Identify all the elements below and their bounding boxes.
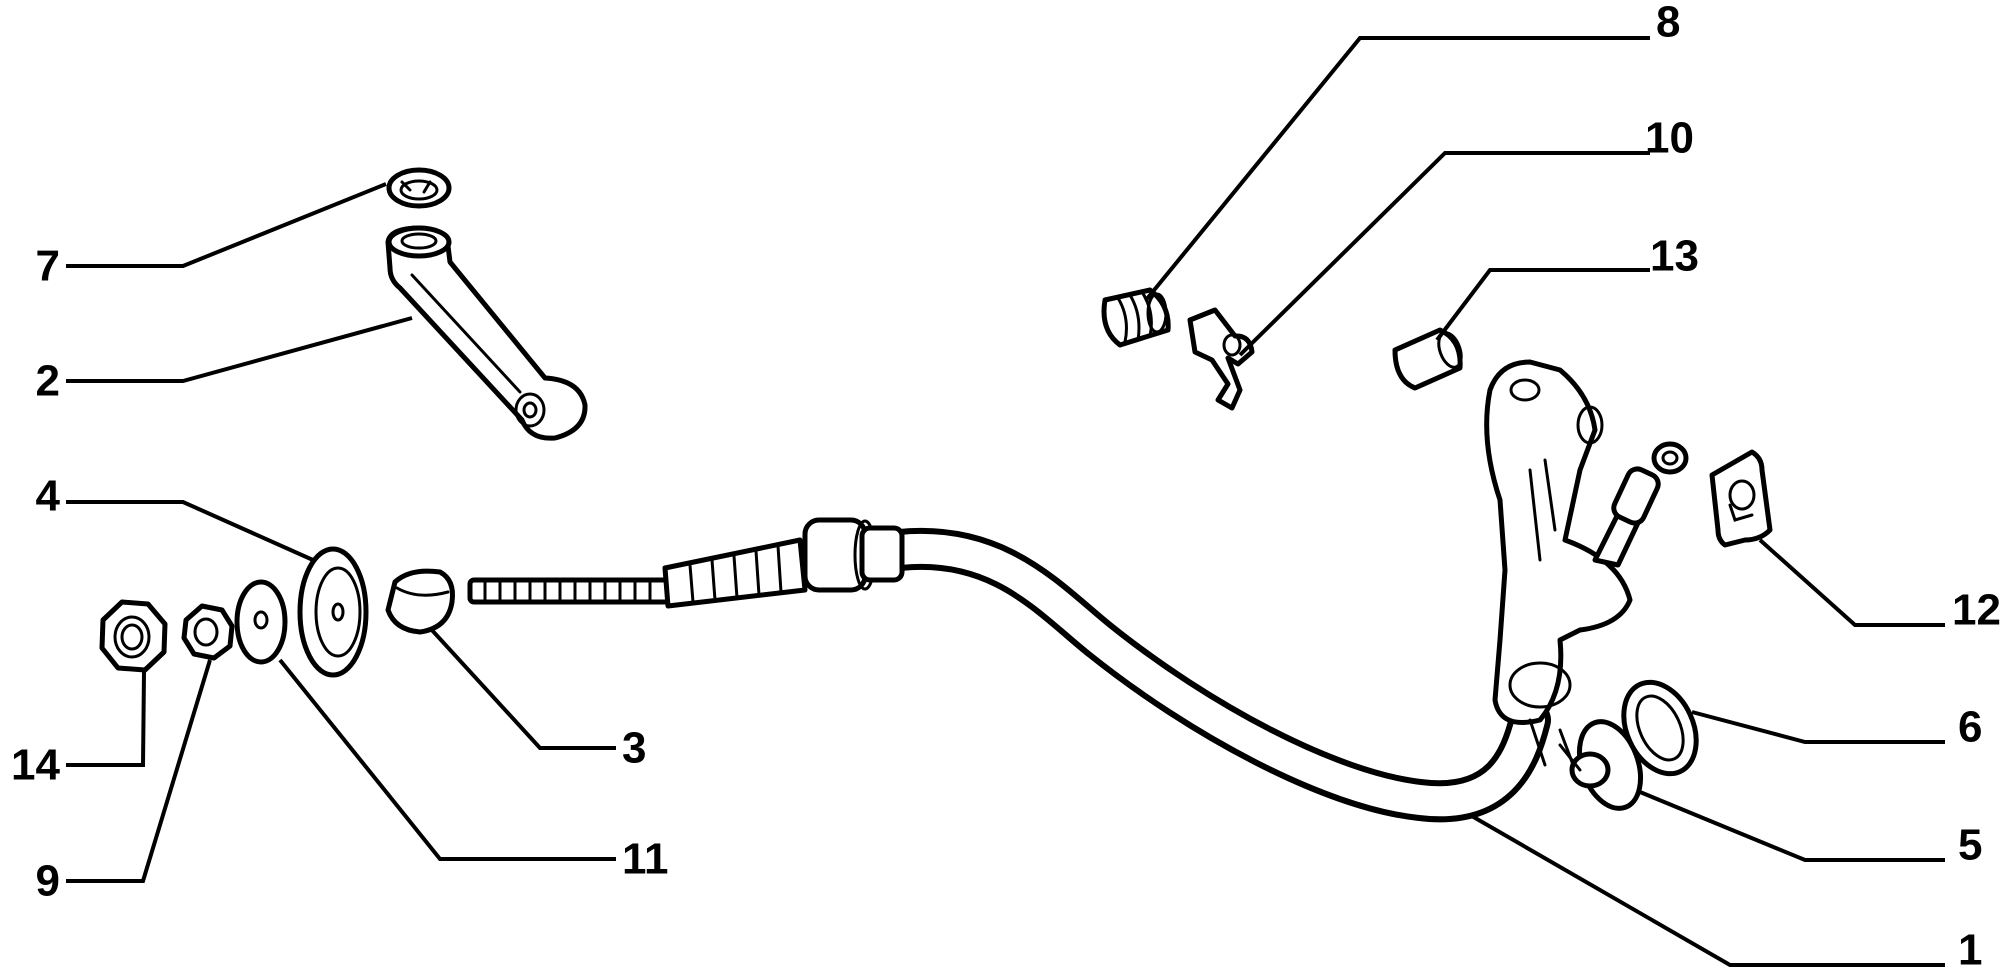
callout-4: 4 (36, 472, 61, 521)
callout-5: 5 (1958, 821, 1982, 870)
callout-8: 8 (1656, 0, 1680, 47)
callout-2: 2 (36, 357, 60, 406)
callout-9: 9 (36, 857, 60, 906)
part-9-small-nut (181, 603, 235, 661)
part-1-cable-assembly (467, 517, 1551, 823)
part-8-spring (1101, 287, 1171, 348)
callout-13: 13 (1650, 232, 1699, 281)
callout-12: 12 (1952, 586, 2001, 635)
callout-3: 3 (622, 724, 646, 773)
part-4-dish-washer (297, 546, 369, 678)
callout-6: 6 (1958, 703, 1982, 752)
part-5-pivot-dish (1558, 719, 1643, 811)
part-14-hex-nut (99, 599, 168, 673)
leader-lines (66, 36, 1945, 967)
part-6-seal-ring (1621, 679, 1699, 777)
callout-10: 10 (1645, 114, 1694, 163)
callout-7: 7 (36, 242, 60, 291)
part-12-clip (1709, 449, 1773, 548)
pedal-bracket-assembly (1484, 359, 1689, 772)
part-3-bush (385, 568, 455, 635)
part-13-pin (1392, 327, 1463, 391)
callout-1: 1 (1958, 926, 1982, 967)
callout-14: 14 (11, 741, 60, 790)
part-7-snap-ring (386, 167, 452, 209)
callout-11: 11 (622, 835, 669, 884)
part-11-washer (234, 579, 288, 665)
part-10-hairpin-clip (1187, 307, 1255, 411)
part-2-lever-arm (385, 225, 588, 441)
